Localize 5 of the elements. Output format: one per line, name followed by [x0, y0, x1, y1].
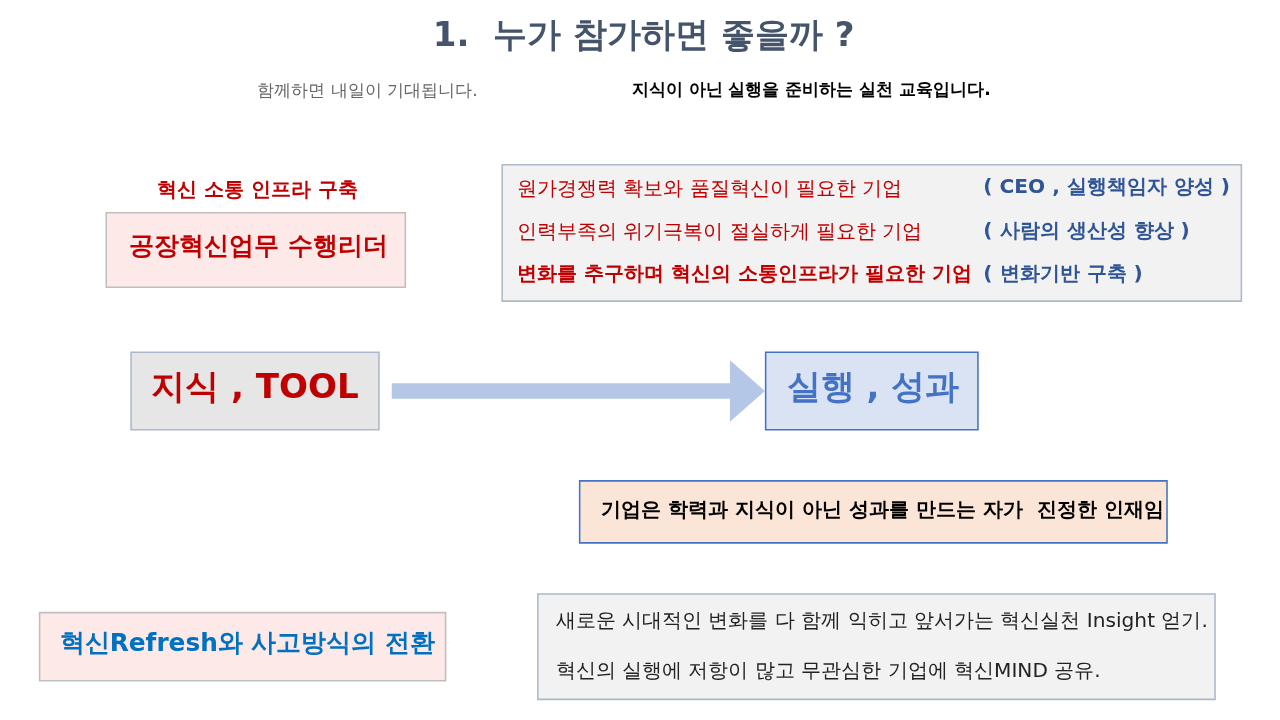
node-label: 혁신 소통 인프라 구축 — [156, 177, 358, 202]
arrow — [391, 360, 765, 422]
label: 함께하면 내일이 기대됩니다. — [256, 80, 478, 101]
label: 지식이 아닌 실행을 준비하는 실천 교육입니다. — [631, 78, 991, 99]
diagram-title: 1. 누가 참가하면 좋을까 ? — [432, 14, 855, 55]
